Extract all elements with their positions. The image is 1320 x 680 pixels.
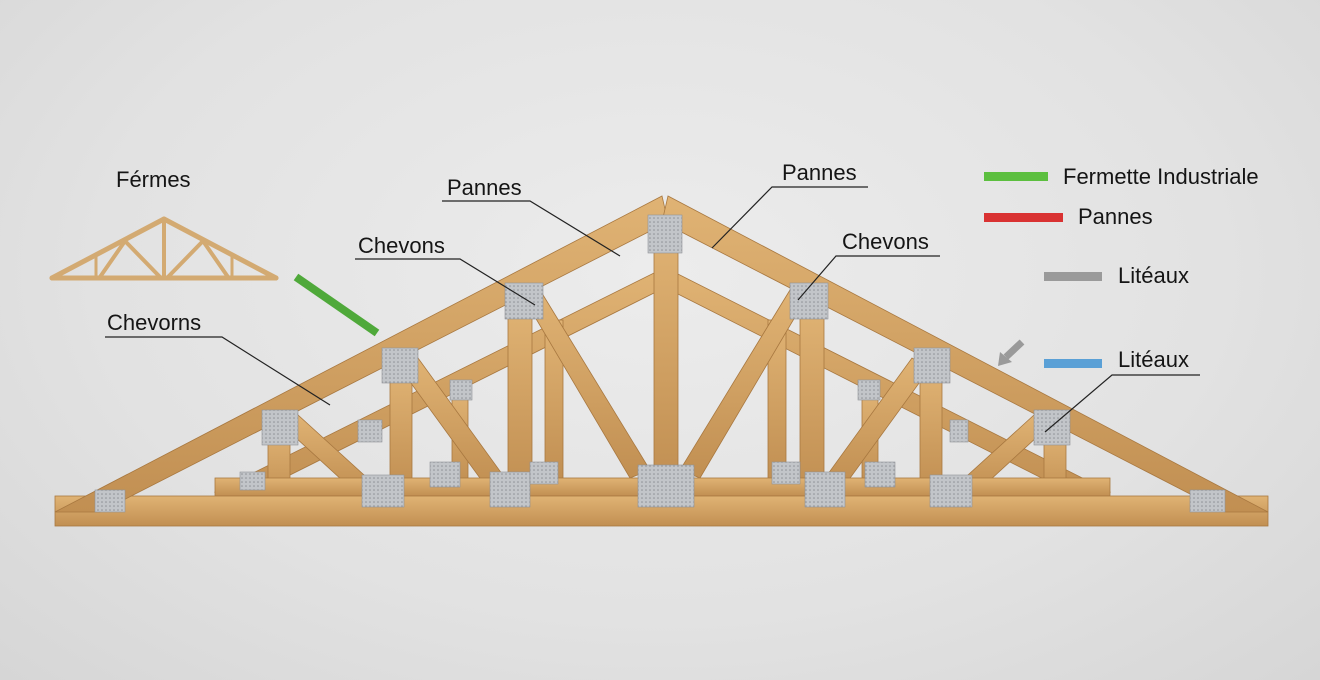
legend-label-fermette: Fermette Industriale — [1063, 164, 1259, 189]
fermette-marker — [293, 273, 380, 337]
legend-label-pannes: Pannes — [1078, 204, 1153, 229]
label-chevons-right: Chevons — [842, 229, 929, 254]
mini-truss — [49, 216, 279, 281]
legend-label-liteaux-blue: Litéaux — [1118, 347, 1189, 372]
label-chevorns: Chevorns — [107, 310, 202, 335]
legend-swatch-pannes — [984, 213, 1063, 222]
leader-lines — [105, 186, 1200, 433]
arrow-icon — [998, 339, 1025, 366]
label-chevons-left: Chevons — [358, 233, 445, 258]
legend-label-liteaux-gray: Litéaux — [1118, 263, 1189, 288]
mini-truss-title: Férmes — [116, 167, 191, 192]
legend-swatch-fermette — [984, 172, 1048, 181]
gusset-plates — [94, 214, 1226, 513]
main-truss — [54, 195, 1269, 527]
legend-swatch-liteaux-blue — [1044, 359, 1102, 368]
legend-swatch-liteaux-gray — [1044, 272, 1102, 281]
label-pannes-right: Pannes — [782, 160, 857, 185]
label-pannes-left: Pannes — [447, 175, 522, 200]
